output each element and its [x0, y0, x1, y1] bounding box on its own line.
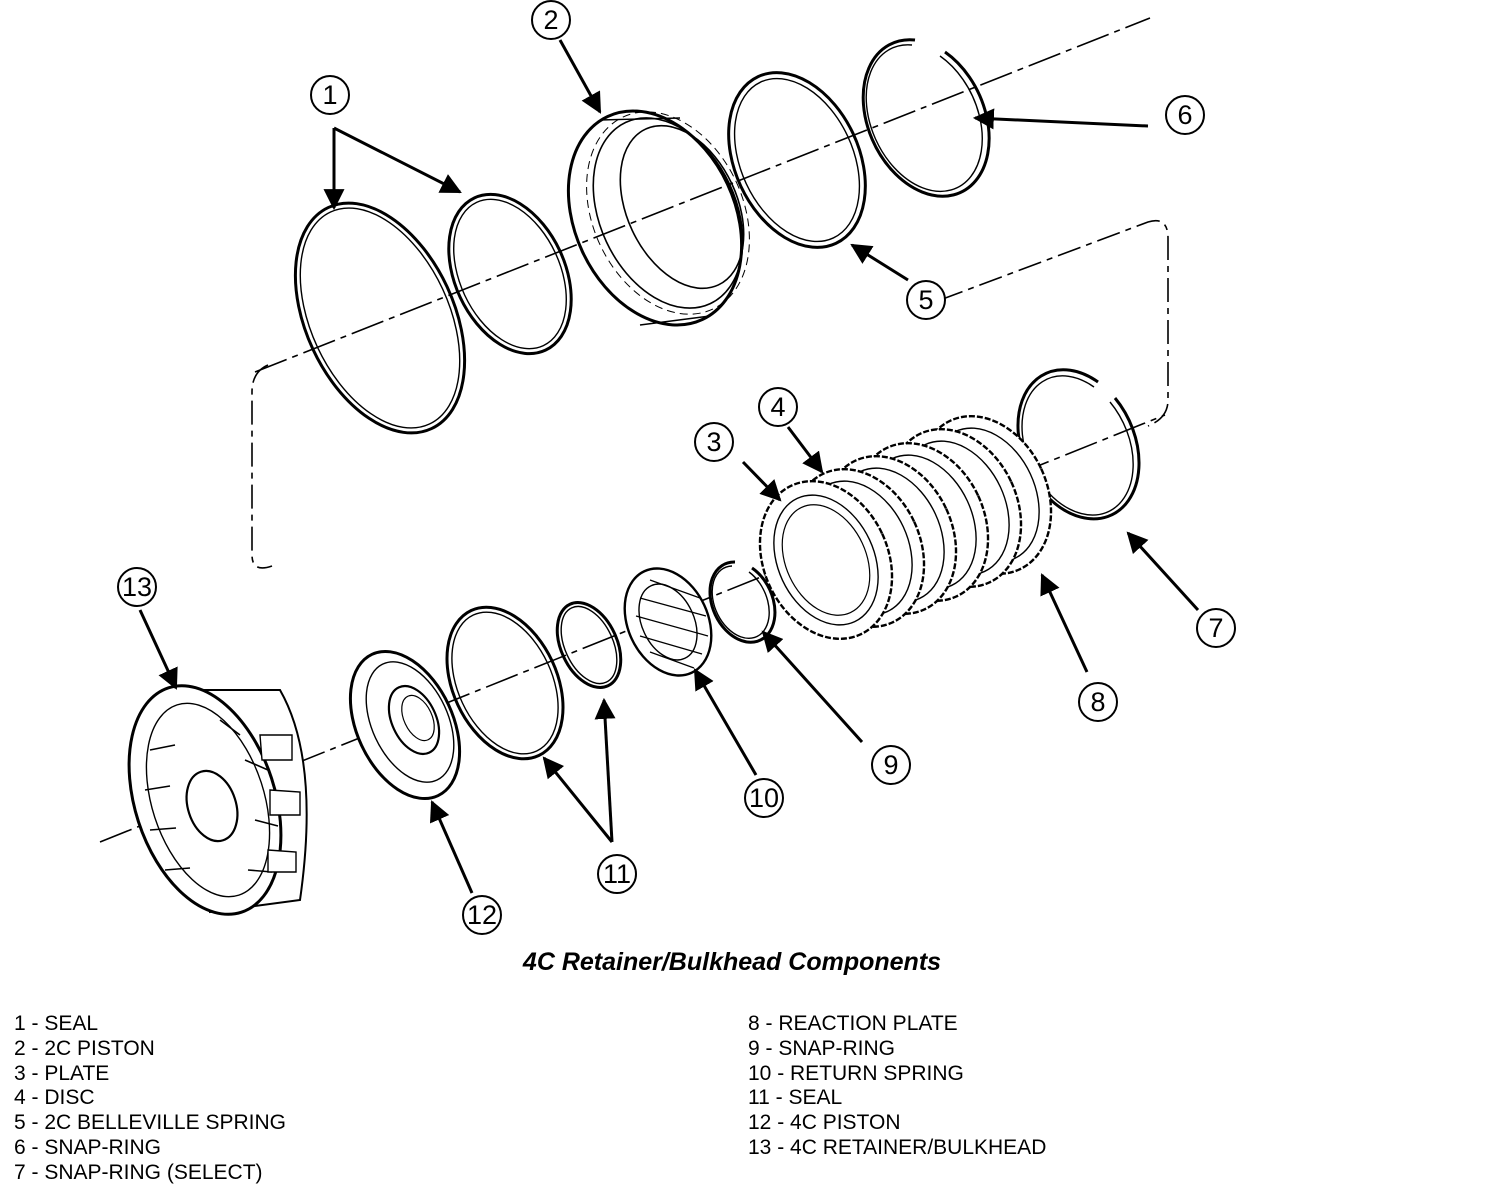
callout-13: 13: [117, 567, 157, 607]
return-spring-10: [623, 567, 713, 677]
callout-6: 6: [1165, 95, 1205, 135]
svg-text:7: 7: [1208, 613, 1223, 643]
upper-centerline: [254, 17, 1151, 373]
legend-item: 3 - PLATE: [14, 1061, 110, 1085]
svg-text:11: 11: [603, 859, 631, 889]
svg-text:10: 10: [749, 783, 779, 813]
svg-text:13: 13: [122, 572, 152, 602]
legend-item: 6 - SNAP-RING: [14, 1135, 162, 1159]
legend-item: 2 - 2C PISTON: [14, 1036, 155, 1060]
callout-7: 7: [1196, 608, 1236, 648]
legend-item: 4 - DISC: [14, 1086, 95, 1110]
seal-1-rings: [293, 192, 573, 435]
callout-9: 9: [871, 745, 911, 785]
piston-4c: [348, 649, 462, 801]
snap-ring-9: [708, 560, 777, 644]
svg-text:6: 6: [1177, 100, 1192, 130]
legend-item: 10 - RETURN SPRING: [748, 1061, 964, 1085]
svg-text:5: 5: [918, 285, 933, 315]
legend-item: 13 - 4C RETAINER/BULKHEAD: [748, 1135, 1047, 1159]
seal-11-rings: [445, 601, 623, 761]
svg-text:12: 12: [467, 900, 497, 930]
callout-8: 8: [1078, 682, 1118, 722]
snap-ring-6: [861, 38, 991, 198]
svg-text:4: 4: [770, 392, 785, 422]
legend-item: 9 - SNAP-RING: [748, 1036, 896, 1060]
assembly-bracket: [251, 219, 1169, 569]
clutch-pack: [758, 414, 1053, 641]
piston-2c: [566, 109, 750, 327]
svg-text:2: 2: [543, 5, 558, 35]
retainer-bulkhead-4c: [127, 684, 308, 916]
callout-1: 1: [310, 75, 350, 115]
callout-10: 10: [744, 778, 784, 818]
belleville-spring-2c: [727, 71, 867, 249]
callout-2: 2: [531, 0, 571, 40]
callout-12: 12: [462, 895, 502, 935]
callout-4: 4: [758, 387, 798, 427]
svg-text:1: 1: [322, 80, 337, 110]
callout-3: 3: [694, 422, 734, 462]
legend-item: 12 - 4C PISTON: [748, 1111, 901, 1135]
legend-right: 8 - REACTION PLATE 9 - SNAP-RING 10 - RE…: [748, 1012, 1046, 1161]
svg-text:3: 3: [706, 427, 721, 457]
legend-item: 5 - 2C BELLEVILLE SPRING: [14, 1111, 286, 1135]
legend-left: 1 - SEAL 2 - 2C PISTON 3 - PLATE 4 - DIS…: [14, 1012, 286, 1186]
legend-item: 7 - SNAP-RING (SELECT): [14, 1160, 263, 1184]
exploded-parts-diagram: 1 2 3 4 5 6 7 8 9 10 11 12 13: [99, 0, 1236, 935]
svg-text:8: 8: [1090, 687, 1105, 717]
leader-arrows: [138, 39, 1200, 894]
callout-11: 11: [597, 854, 637, 894]
figure-caption: 4C Retainer/Bulkhead Components: [522, 948, 942, 976]
legend-item: 8 - REACTION PLATE: [748, 1012, 958, 1035]
callout-5: 5: [906, 280, 946, 320]
legend-item: 1 - SEAL: [14, 1012, 99, 1035]
svg-text:9: 9: [883, 750, 898, 780]
legend-item: 11 - SEAL: [748, 1086, 843, 1110]
